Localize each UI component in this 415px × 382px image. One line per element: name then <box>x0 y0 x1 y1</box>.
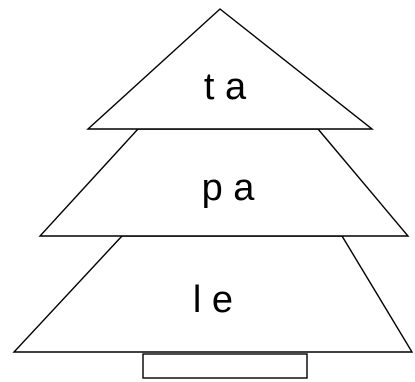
tree-tier-bottom: l e <box>14 236 412 352</box>
tree-tier-bottom-label: l e <box>193 279 233 321</box>
tree-tier-middle: p a <box>40 129 408 236</box>
tree-trunk <box>143 354 307 378</box>
tree-tier-top: t a <box>88 9 372 129</box>
tree-tier-middle-label: p a <box>202 167 256 209</box>
tree-tier-top-label: t a <box>204 66 247 108</box>
